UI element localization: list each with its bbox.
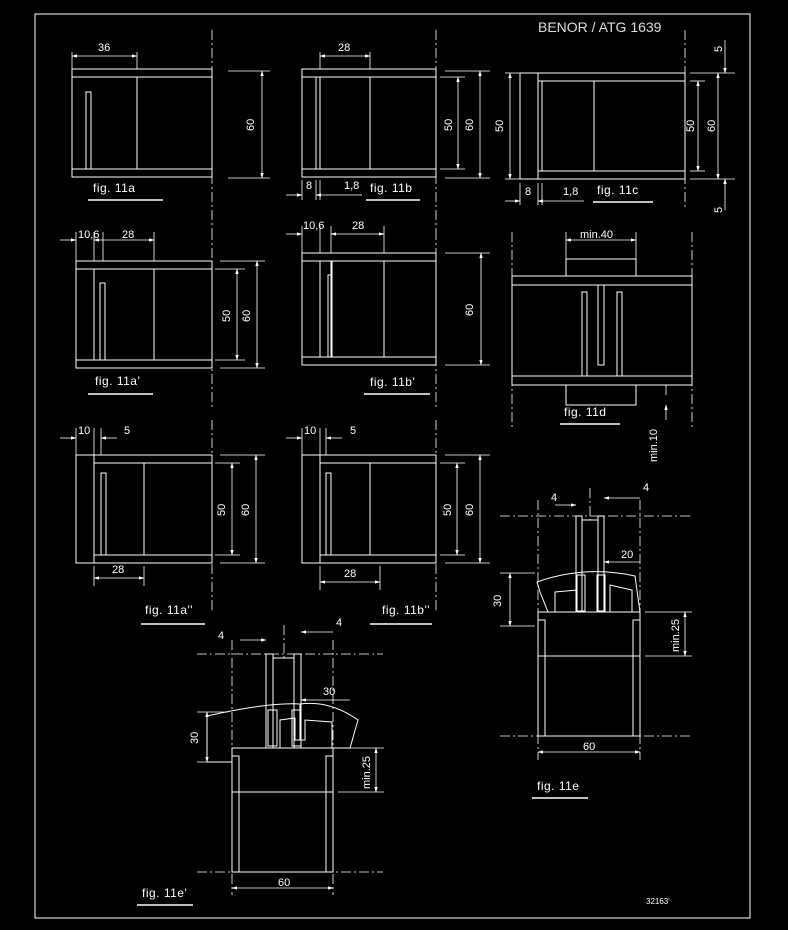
- fig-11b: 28 50 60 8 1,8 fig. 11b: [286, 30, 490, 230]
- dim-60: 60: [245, 119, 257, 131]
- dim-60: 60: [241, 310, 253, 322]
- drawing-reference: 32163': [646, 897, 670, 906]
- dim-60: 60: [278, 877, 290, 889]
- dim-28: 28: [338, 42, 350, 54]
- dim-60: 60: [240, 504, 252, 516]
- dim-10: 10: [304, 425, 316, 437]
- fig-11a-double-prime: 10 5 50 60 28 fig. 11a'': [60, 420, 265, 625]
- caption-11b-double-prime: fig. 11b'': [382, 603, 430, 617]
- dim-8: 8: [525, 186, 531, 198]
- dim-60: 60: [583, 741, 595, 753]
- dim-4-left: 4: [218, 630, 224, 642]
- dim-5-top: 5: [713, 46, 725, 52]
- caption-11b-prime: fig. 11b': [370, 375, 415, 389]
- sheet-border: [34, 13, 751, 919]
- dim-4-right: 4: [643, 482, 649, 494]
- caption-11d: fig. 11d: [564, 405, 606, 419]
- fig-11e: 4 4 20 30 min.25 60 fig. 11e: [492, 482, 692, 799]
- dim-1-8: 1,8: [563, 186, 578, 198]
- dim-10-6: 10,6: [303, 220, 324, 232]
- fig-11a-prime: 10,6 28 50 60 fig. 11a': [60, 229, 265, 410]
- sheet-title: BENOR / ATG 1639: [538, 19, 662, 35]
- dim-20: 20: [621, 549, 633, 561]
- dim-8: 8: [306, 180, 312, 192]
- dim-min10: min.10: [648, 429, 660, 462]
- dim-30: 30: [492, 595, 504, 607]
- dim-10-6: 10,6: [78, 229, 99, 241]
- dim-5: 5: [350, 425, 356, 437]
- caption-11a-prime: fig. 11a': [95, 374, 140, 388]
- caption-11b: fig. 11b: [370, 181, 412, 195]
- dim-10: 10: [78, 425, 90, 437]
- dim-min25: min.25: [670, 619, 682, 652]
- fig-11e-prime: 4 4 30 30 min.25 60 fig. 11e': [137, 617, 384, 906]
- dim-1-8: 1,8: [344, 180, 359, 192]
- dim-60: 60: [464, 119, 476, 131]
- dim-min40: min.40: [580, 229, 613, 241]
- dim-60: 60: [464, 304, 476, 316]
- dim-50: 50: [216, 504, 228, 516]
- dim-28: 28: [352, 220, 364, 232]
- dim-30-vertical: 30: [189, 732, 201, 744]
- dim-50: 50: [443, 119, 455, 131]
- dim-50: 50: [221, 310, 233, 322]
- dim-50: 50: [442, 504, 454, 516]
- dim-36: 36: [98, 42, 110, 54]
- dim-4-left: 4: [551, 492, 557, 504]
- dim-5: 5: [124, 425, 130, 437]
- caption-11e: fig. 11e: [537, 779, 579, 793]
- caption-11c: fig. 11c: [597, 183, 639, 197]
- caption-11e-prime: fig. 11e': [142, 886, 187, 900]
- fig-11b-prime: 10,6 28 60 fig. 11b': [286, 220, 490, 410]
- dim-50-left: 50: [494, 120, 506, 132]
- fig-11d: min.40 min.10 fig. 11d: [511, 229, 693, 462]
- dim-50-right: 50: [685, 120, 697, 132]
- dim-60: 60: [464, 504, 476, 516]
- fig-11c: 50 5 50 60 8 1,8 5 fig. 11c: [494, 30, 735, 213]
- caption-11a: fig. 11a: [93, 181, 135, 195]
- dim-5-bottom: 5: [713, 207, 725, 213]
- dim-28: 28: [122, 229, 134, 241]
- dim-28: 28: [112, 564, 124, 576]
- dim-60: 60: [706, 120, 718, 132]
- dim-min25: min.25: [361, 756, 373, 789]
- dim-4-right: 4: [336, 617, 342, 629]
- caption-11a-double-prime: fig. 11a'': [145, 603, 193, 617]
- fig-11a: 36 60 fig. 11a: [71, 30, 270, 230]
- dim-28: 28: [344, 568, 356, 580]
- fig-11b-double-prime: 10 5 50 60 28 fig. 11b'': [286, 420, 490, 625]
- dim-30-horizontal: 30: [323, 686, 335, 698]
